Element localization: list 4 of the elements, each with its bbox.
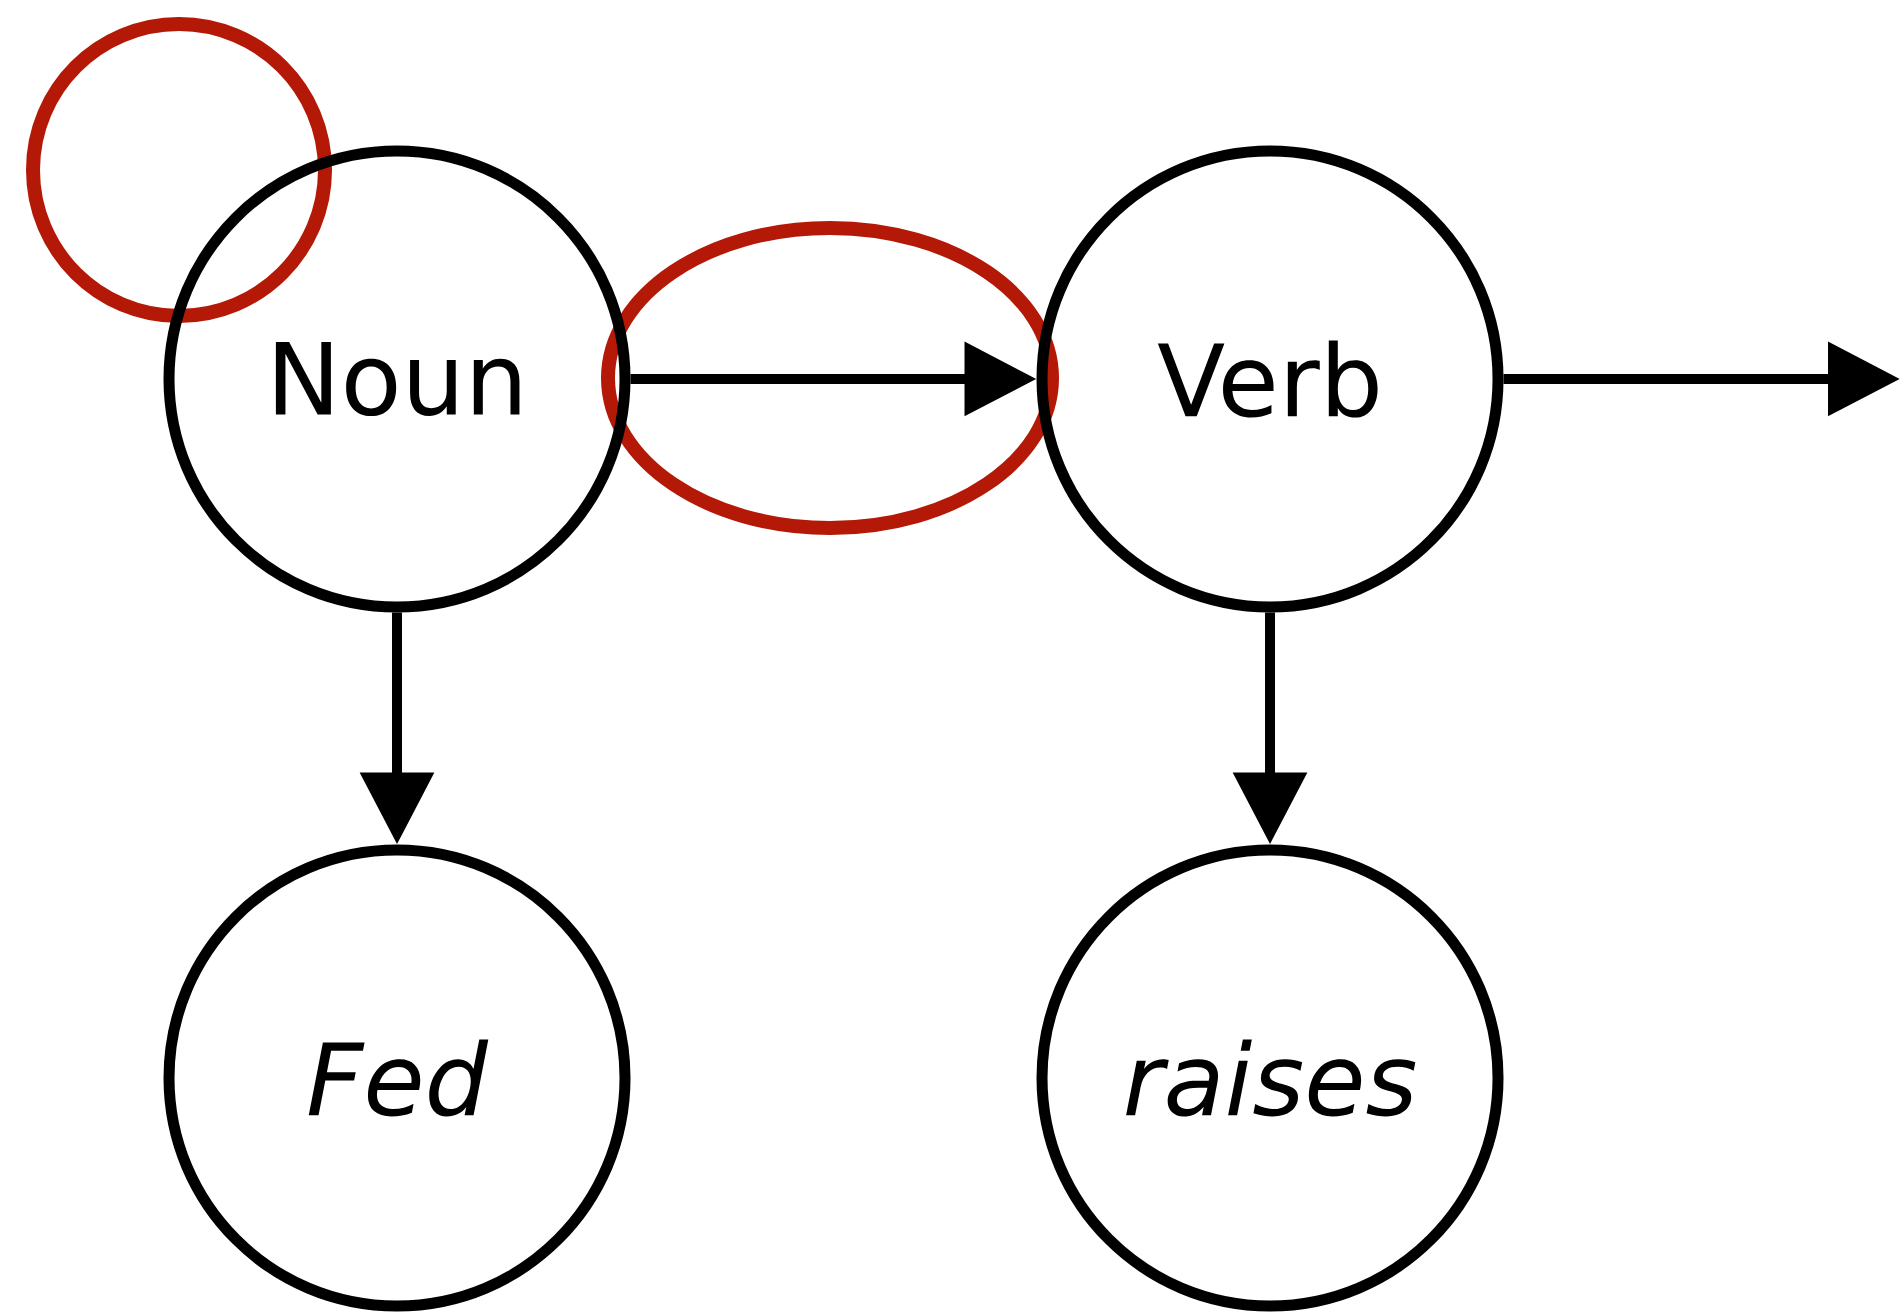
circle-node: Noun bbox=[163, 145, 631, 613]
circle-node: Verb bbox=[1036, 145, 1504, 613]
circle-node: raises bbox=[1036, 844, 1504, 1312]
circle-node: Fed bbox=[163, 844, 631, 1312]
